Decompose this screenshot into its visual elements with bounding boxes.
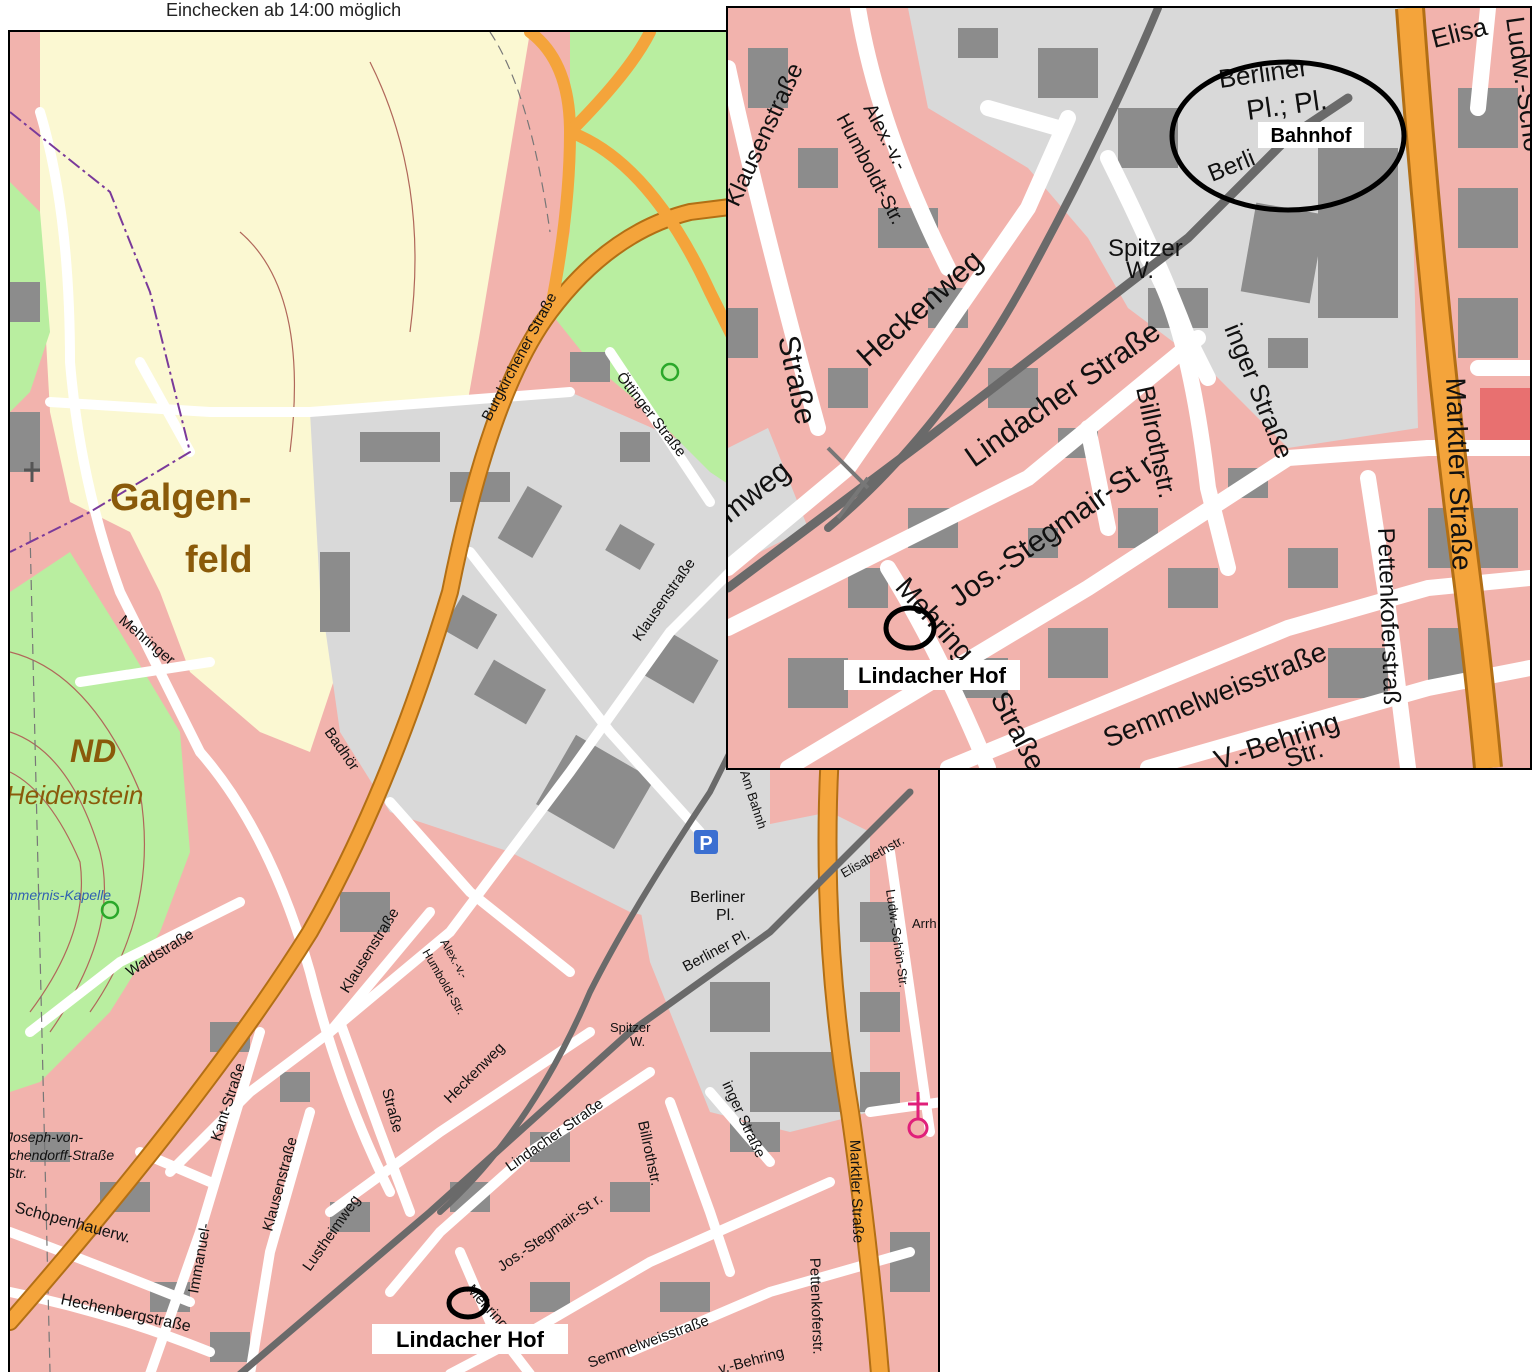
bahnhof-marker[interactable] <box>1169 59 1407 213</box>
nd-label: ND <box>70 733 116 769</box>
church-icon <box>907 1092 929 1139</box>
bahnhof-label: Bahnhof <box>1270 125 1351 147</box>
industrial-area <box>310 392 770 932</box>
boundary-line <box>10 111 192 553</box>
street-berliner-2: Pl. <box>716 907 735 924</box>
inset-grey-west <box>728 428 808 568</box>
hotel-label: Lindacher Hof <box>396 1327 545 1352</box>
forest-west <box>10 552 190 1092</box>
inset-crossing <box>826 446 870 520</box>
area-label-feld: feld <box>185 539 253 581</box>
inset-hotel-label: Lindacher Hof <box>858 663 1007 688</box>
inset-hotel-label-bg <box>844 660 1020 690</box>
inset-hotel-marker[interactable] <box>883 605 937 651</box>
parking-sign: P <box>694 830 718 855</box>
main-map[interactable]: P Galgen- feld ND Heidenstein mmernis-Ka… <box>8 30 940 1372</box>
area-label-galgen: Galgen- <box>110 477 251 519</box>
street-pettenkofer: Pettenkoferstr. <box>806 1258 826 1355</box>
street-arrh: Arrh <box>912 916 937 931</box>
street-berliner-1: Berliner <box>690 889 746 906</box>
inset-street-marktler: Marktler Straße <box>1440 377 1478 571</box>
inset-main-road <box>1395 8 1503 768</box>
bahnhof-label-bg <box>1258 122 1364 148</box>
street-spitzer-2: W. <box>630 1034 645 1049</box>
heidenstein-label: Heidenstein <box>10 780 143 810</box>
railway <box>237 669 914 1372</box>
poi-symbols <box>100 362 680 920</box>
cross-icon <box>24 462 40 482</box>
svg-text:P: P <box>699 833 712 855</box>
hotel-label-bg <box>372 1324 568 1354</box>
street-spitzer-1: Spitzer <box>610 1020 651 1035</box>
inset-street-pettenkofer: Pettenkoferstraß <box>1372 527 1405 705</box>
inset-map-canvas: Klausenstraße Alex.-v.- Humboldt-Str. He… <box>728 8 1530 768</box>
street-joseph-2: ichendorff-Straße <box>10 1147 114 1163</box>
inset-street-spitzer-1: Spitzer <box>1108 235 1183 262</box>
street-joseph-1: Joseph-von- <box>10 1129 83 1145</box>
street-str-short: Str. <box>10 1165 27 1181</box>
inset-street-spitzer-2: W. <box>1126 257 1154 284</box>
caption: Einchecken ab 14:00 möglich <box>166 0 402 20</box>
hotel-marker[interactable] <box>446 1286 490 1320</box>
minor-streets <box>10 107 938 1372</box>
kapelle-label: mmernis-Kapelle <box>10 887 111 903</box>
inset-map[interactable]: Klausenstraße Alex.-v.- Humboldt-Str. He… <box>726 6 1532 770</box>
paths <box>29 32 551 1372</box>
street-marktler: Marktler Straße <box>846 1140 867 1244</box>
main-map-canvas: P Galgen- feld ND Heidenstein mmernis-Ka… <box>10 32 938 1372</box>
inset-hospital <box>1480 388 1530 448</box>
